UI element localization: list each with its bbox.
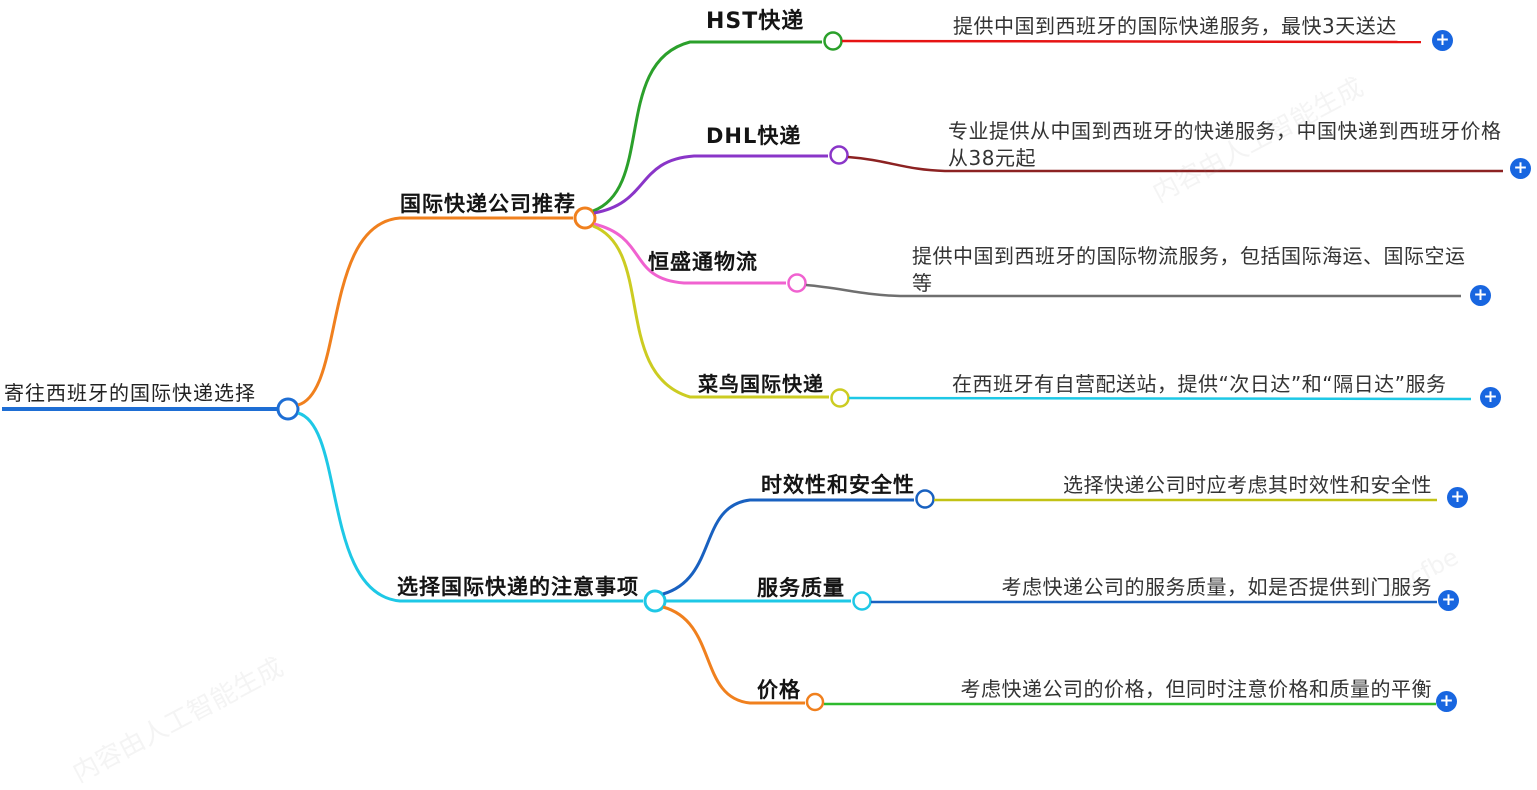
hengshengtong-leaf-connector [805, 283, 1461, 298]
root-node-label[interactable]: 寄往西班牙的国际快递选择 [4, 381, 256, 405]
hengshengtong-leaf-text[interactable]: 提供中国到西班牙的国际物流服务，包括国际海运、国际空运等 [912, 244, 1466, 295]
dhl-connector [593, 154, 828, 215]
branch-top-connector [297, 216, 573, 407]
timeliness-connector [662, 498, 914, 596]
hengshengtong-connector [593, 222, 786, 285]
service-quality-node-label[interactable]: 服务质量 [757, 576, 845, 600]
dhl-leaf-text[interactable]: 专业提供从中国到西班牙的快递服务，中国快递到西班牙价格从38元起 [948, 119, 1502, 170]
branch-bottom-node-handle[interactable] [643, 589, 667, 613]
price-leaf-text[interactable]: 考虑快递公司的价格，但同时注意价格和质量的平衡 [960, 677, 1432, 701]
service-quality-node-handle[interactable] [852, 591, 872, 611]
dhl-leaf-connector [847, 155, 1503, 173]
cainiao-leaf-connector [848, 396, 1472, 401]
cainiao-node-handle[interactable] [830, 388, 850, 408]
branch-top-label[interactable]: 国际快递公司推荐 [400, 192, 576, 216]
price-connector [662, 605, 805, 705]
dhl-node-handle[interactable] [829, 145, 849, 165]
root-node-handle[interactable] [276, 397, 300, 421]
hst-add-button[interactable]: + [1432, 30, 1453, 51]
hengshengtong-add-button[interactable]: + [1470, 285, 1491, 306]
mindmap-canvas [2, 31, 1503, 712]
hst-node-label[interactable]: HST快递 [706, 9, 805, 34]
hst-node-handle[interactable] [823, 31, 843, 51]
branch-bottom-connector [297, 411, 643, 603]
cainiao-connector [592, 224, 829, 399]
timeliness-leaf-text[interactable]: 选择快递公司时应考虑其时效性和安全性 [1063, 473, 1432, 497]
service-quality-leaf-text[interactable]: 考虑快递公司的服务质量，如是否提供到门服务 [1001, 575, 1432, 599]
hengshengtong-node-handle[interactable] [787, 273, 807, 293]
hst-connector [592, 40, 822, 213]
timeliness-node-label[interactable]: 时效性和安全性 [761, 473, 915, 497]
hst-leaf-connector [841, 39, 1422, 44]
branch-top-node-handle[interactable] [573, 206, 597, 230]
timeliness-node-handle[interactable] [915, 489, 935, 509]
hst-leaf-text[interactable]: 提供中国到西班牙的国际快递服务，最快3天送达 [953, 14, 1397, 38]
cainiao-node-label[interactable]: 菜鸟国际快递 [698, 372, 824, 396]
timeliness-add-button[interactable]: + [1447, 487, 1468, 508]
dhl-add-button[interactable]: + [1510, 158, 1531, 179]
dhl-node-label[interactable]: DHL快递 [706, 124, 802, 148]
branch-bottom-label[interactable]: 选择国际快递的注意事项 [397, 575, 639, 599]
price-node-handle[interactable] [805, 692, 825, 712]
hengshengtong-node-label[interactable]: 恒盛通物流 [648, 250, 758, 274]
price-add-button[interactable]: + [1436, 691, 1457, 712]
price-node-label[interactable]: 价格 [757, 678, 801, 702]
cainiao-leaf-text[interactable]: 在西班牙有自营配送站，提供“次日达”和“隔日达”服务 [952, 372, 1447, 396]
service-quality-add-button[interactable]: + [1438, 590, 1459, 611]
cainiao-add-button[interactable]: + [1480, 387, 1501, 408]
